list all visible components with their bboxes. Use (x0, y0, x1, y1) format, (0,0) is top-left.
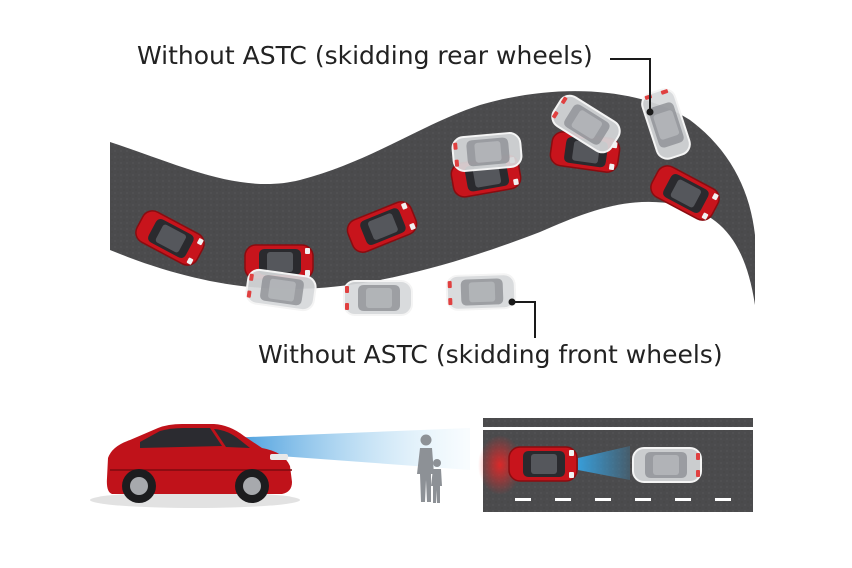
ghost-car-front-2 (343, 280, 413, 316)
car-red-braking (508, 446, 578, 482)
sensor-beam (225, 428, 470, 470)
callout-dot-front (508, 298, 516, 306)
ghost-car-rear-1 (450, 131, 524, 173)
radar-beam (578, 446, 630, 480)
callout-dot-rear (646, 108, 654, 116)
adult-and-child-silhouette-icon (417, 434, 442, 503)
callout-line-rear (610, 58, 651, 110)
car-ahead (632, 447, 702, 483)
brake-glow (478, 435, 522, 495)
label-skidding-rear-wheels: Without ASTC (skidding rear wheels) (137, 41, 593, 70)
callout-line-front (512, 301, 536, 338)
suv-side-view-icon (90, 424, 300, 508)
ghost-car-front-3 (445, 272, 517, 312)
label-skidding-front-wheels: Without ASTC (skidding front wheels) (258, 340, 723, 369)
